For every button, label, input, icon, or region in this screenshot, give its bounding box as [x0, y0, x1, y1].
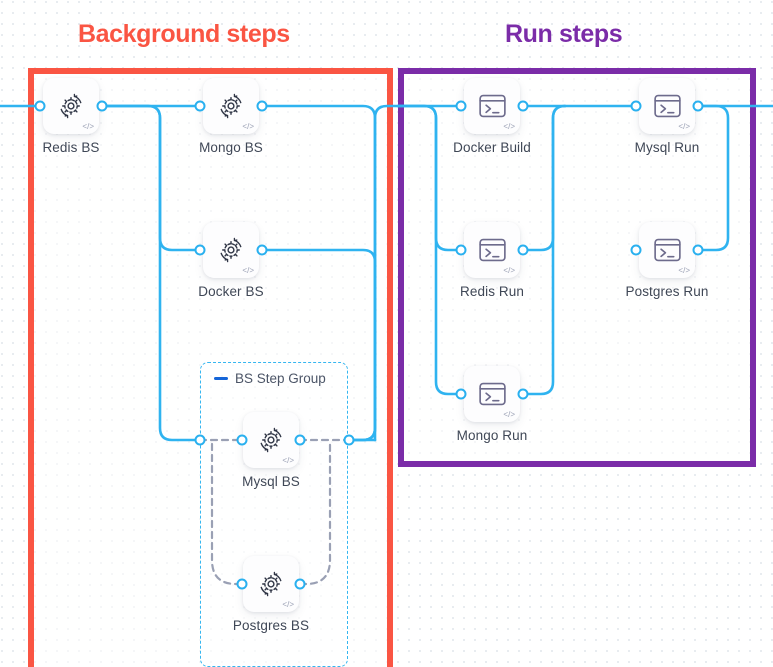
code-badge-icon[interactable]: </> [242, 122, 254, 131]
port-group-in[interactable] [194, 434, 206, 446]
port-mongo-run-in[interactable] [455, 388, 467, 400]
edge-merge-to-docker-build [373, 104, 463, 442]
edge-mongo-bs-to-merge [260, 104, 377, 442]
node-card-mongo-bs[interactable]: </> [203, 78, 259, 134]
edge-mysql-run-to-postgres-run [696, 104, 730, 252]
node-label-postgres-bs: Postgres BS [232, 618, 310, 633]
bs-step-group-header[interactable]: BS Step Group [214, 371, 326, 386]
code-badge-icon[interactable]: </> [503, 410, 515, 419]
node-card-mysql-bs[interactable]: </> [243, 412, 299, 468]
port-redis-bs-out[interactable] [96, 100, 108, 112]
port-mysql-run-in[interactable] [630, 100, 642, 112]
edge-to-postgres-bs [210, 442, 244, 586]
service-gear-icon [260, 427, 282, 453]
code-badge-icon[interactable]: </> [678, 122, 690, 131]
node-docker-bs[interactable]: </> Docker BS [198, 222, 264, 299]
node-mysql-bs[interactable]: </> Mysql BS [242, 412, 300, 489]
edge-branch-to-mongo-run [396, 104, 463, 396]
node-label-mysql-bs: Mysql BS [242, 474, 300, 489]
edge-redis-bs-to-docker-bs [100, 104, 202, 252]
section-frame-background-steps [28, 68, 393, 667]
node-label-mysql-run: Mysql Run [634, 140, 700, 155]
node-redis-run[interactable]: </> Redis Run [460, 222, 524, 299]
node-postgres-run[interactable]: </> Postgres Run [626, 222, 708, 299]
service-gear-icon [220, 93, 242, 119]
node-label-redis-run: Redis Run [460, 284, 524, 299]
node-label-docker-bs: Docker BS [198, 284, 264, 299]
port-redis-run-in[interactable] [455, 244, 467, 256]
node-card-redis-run[interactable]: </> [464, 222, 520, 278]
node-card-redis-bs[interactable]: </> [43, 78, 99, 134]
node-label-postgres-run: Postgres Run [625, 284, 709, 299]
node-card-mysql-run[interactable]: </> [639, 78, 695, 134]
edge-postgres-bs-out [298, 442, 332, 586]
code-badge-icon[interactable]: </> [503, 266, 515, 275]
port-redis-run-out[interactable] [517, 244, 529, 256]
port-postgres-bs-out[interactable] [294, 578, 306, 590]
node-card-postgres-run[interactable]: </> [639, 222, 695, 278]
port-postgres-run-out[interactable] [692, 244, 704, 256]
edge-redis-run-merge [521, 104, 567, 252]
port-group-out[interactable] [343, 434, 355, 446]
terminal-icon [478, 382, 506, 406]
minus-icon[interactable] [214, 377, 228, 380]
port-mongo-bs-out[interactable] [256, 100, 268, 112]
node-mongo-run[interactable]: </> Mongo Run [457, 366, 527, 443]
node-docker-build[interactable]: </> Docker Build [453, 78, 531, 155]
edge-mongo-run-merge [521, 104, 567, 396]
code-badge-icon[interactable]: </> [678, 266, 690, 275]
port-redis-bs-in[interactable] [34, 100, 46, 112]
port-docker-bs-in[interactable] [194, 244, 206, 256]
node-redis-bs[interactable]: </> Redis BS [42, 78, 99, 155]
node-card-docker-build[interactable]: </> [464, 78, 520, 134]
code-badge-icon[interactable]: </> [82, 122, 94, 131]
code-badge-icon[interactable]: </> [242, 266, 254, 275]
section-title-run-steps: Run steps [505, 20, 623, 48]
port-mysql-bs-in[interactable] [236, 434, 248, 446]
bs-step-group-label: BS Step Group [235, 371, 326, 386]
edge-redis-bs-to-mysql-bs [100, 104, 202, 442]
service-gear-icon [60, 93, 82, 119]
node-label-docker-build: Docker Build [453, 140, 531, 155]
port-docker-build-in[interactable] [455, 100, 467, 112]
port-docker-bs-out[interactable] [256, 244, 268, 256]
port-postgres-run-in[interactable] [630, 244, 642, 256]
port-mysql-run-out[interactable] [692, 100, 704, 112]
edge-branch-to-redis-run [396, 104, 463, 252]
node-card-postgres-bs[interactable]: </> [243, 556, 299, 612]
node-label-mongo-bs: Mongo BS [199, 140, 263, 155]
terminal-icon [653, 94, 681, 118]
section-title-background-steps: Background steps [78, 20, 290, 48]
code-badge-icon[interactable]: </> [282, 456, 294, 465]
port-mysql-bs-out[interactable] [294, 434, 306, 446]
port-mongo-bs-in[interactable] [194, 100, 206, 112]
node-card-docker-bs[interactable]: </> [203, 222, 259, 278]
terminal-icon [478, 94, 506, 118]
node-postgres-bs[interactable]: </> Postgres BS [233, 556, 309, 633]
terminal-icon [653, 238, 681, 262]
service-gear-icon [220, 237, 242, 263]
node-card-mongo-run[interactable]: </> [464, 366, 520, 422]
section-frame-run-steps [398, 68, 756, 467]
service-gear-icon [260, 571, 282, 597]
node-label-redis-bs: Redis BS [42, 140, 100, 155]
node-label-mongo-run: Mongo Run [456, 428, 528, 443]
node-mongo-bs[interactable]: </> Mongo BS [199, 78, 263, 155]
port-mongo-run-out[interactable] [517, 388, 529, 400]
port-postgres-bs-in[interactable] [236, 578, 248, 590]
terminal-icon [478, 238, 506, 262]
code-badge-icon[interactable]: </> [503, 122, 515, 131]
code-badge-icon[interactable]: </> [282, 600, 294, 609]
port-docker-build-out[interactable] [517, 100, 529, 112]
node-mysql-run[interactable]: </> Mysql Run [635, 78, 699, 155]
